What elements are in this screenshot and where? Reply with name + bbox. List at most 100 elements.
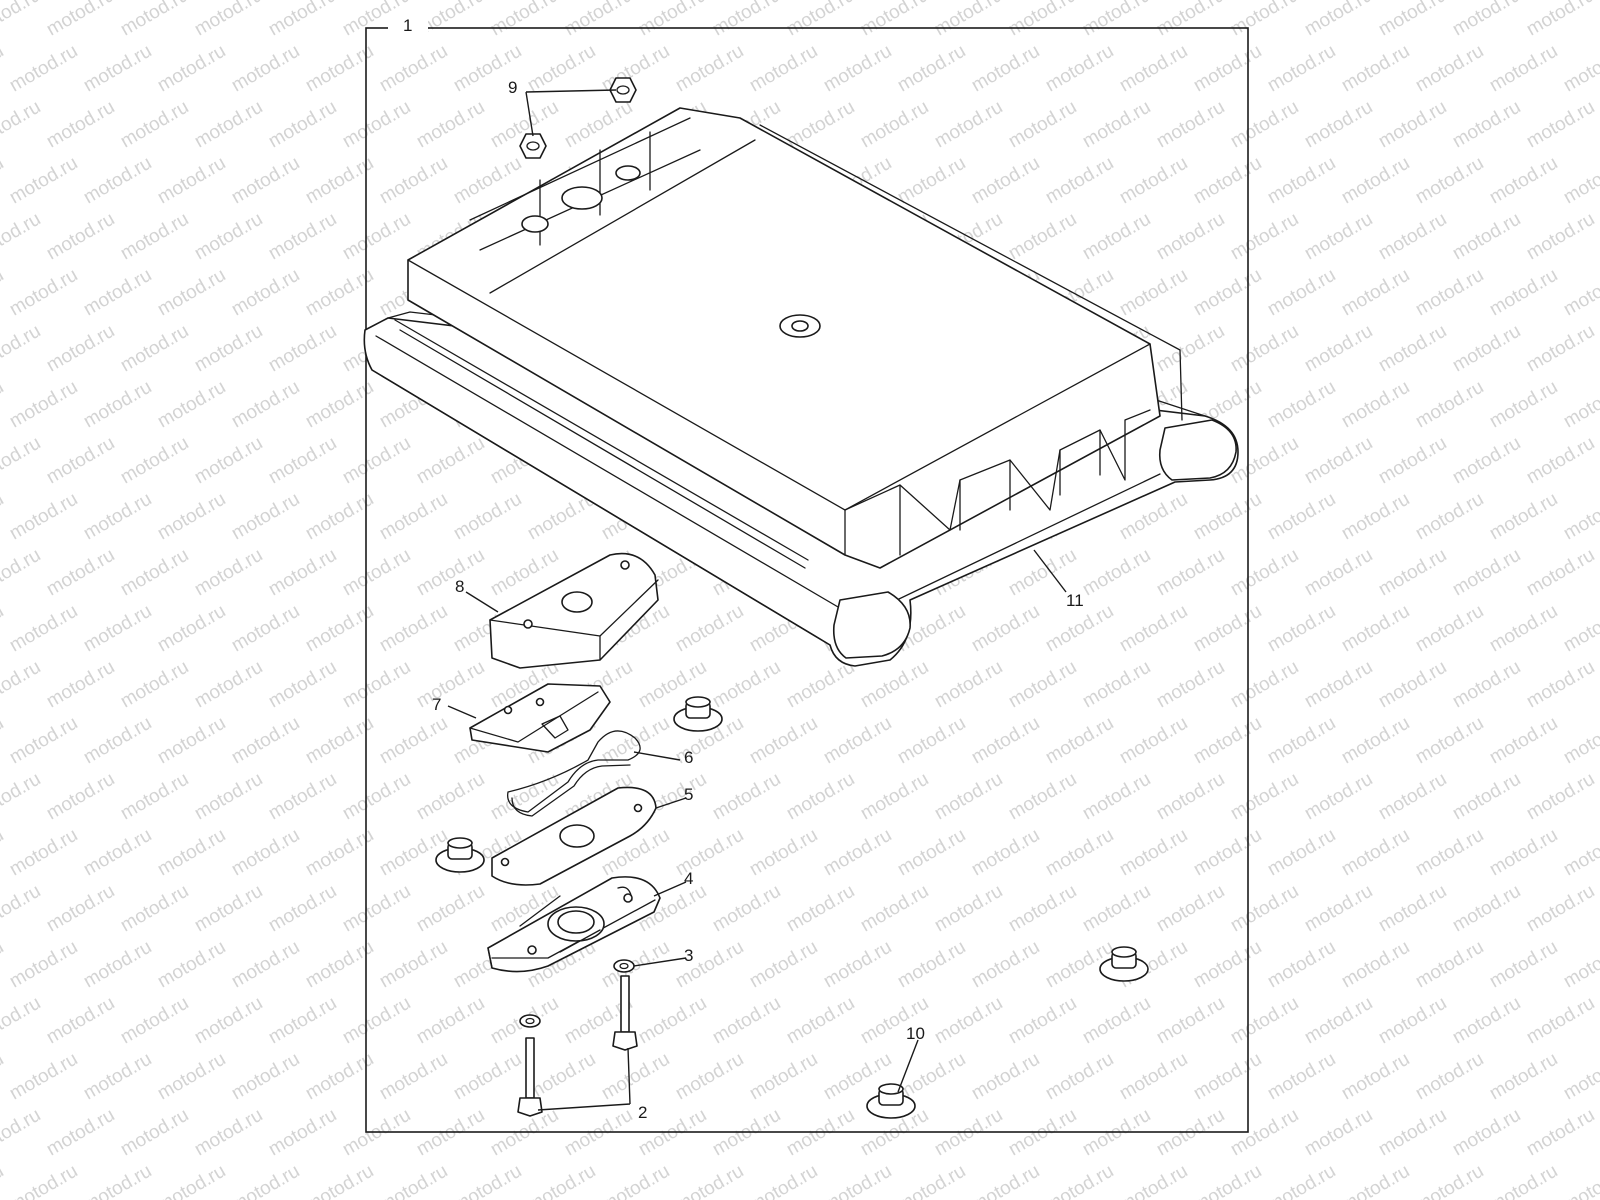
watermark-text: motod.ru [0, 881, 44, 937]
callout-7: 7 [432, 695, 441, 714]
watermark-text: motod.ru [894, 713, 969, 769]
watermark-text: motod.ru [413, 993, 488, 1049]
watermark-text: motod.ru [1153, 209, 1228, 265]
watermark-text: motod.ru [1079, 0, 1154, 40]
part-2-bolts[interactable] [517, 975, 638, 1117]
watermark-text: motod.ru [1412, 1161, 1487, 1200]
watermark-text: motod.ru [894, 937, 969, 993]
watermark-text: motod.ru [43, 209, 118, 265]
watermark-text: motod.ru [931, 657, 1006, 713]
watermark-text: motod.ru [80, 1049, 155, 1105]
watermark-text: motod.ru [1449, 769, 1524, 825]
watermark-text: motod.ru [1375, 209, 1450, 265]
watermark-text: motod.ru [80, 825, 155, 881]
watermark-text: motod.ru [1190, 41, 1265, 97]
watermark-text: motod.ru [1264, 41, 1339, 97]
watermark-text: motod.ru [191, 0, 266, 40]
watermark-text: motod.ru [413, 657, 488, 713]
watermark-text: motod.ru [783, 993, 858, 1049]
part-6-seal[interactable] [507, 730, 641, 817]
watermark-text: motod.ru [1560, 377, 1600, 433]
watermark-text: motod.ru [43, 769, 118, 825]
watermark-text: motod.ru [1560, 153, 1600, 209]
watermark-text: motod.ru [1449, 1105, 1524, 1161]
watermark-text: motod.ru [1190, 713, 1265, 769]
part-4-base[interactable] [487, 876, 661, 973]
part-8-cover[interactable] [489, 552, 659, 669]
watermark-text: motod.ru [1523, 993, 1598, 1049]
part-10-grommets[interactable] [435, 696, 1149, 1119]
watermark-text: motod.ru [931, 881, 1006, 937]
watermark-text: motod.ru [1449, 433, 1524, 489]
watermark-text: motod.ru [1264, 489, 1339, 545]
watermark-text: motod.ru [1227, 321, 1302, 377]
watermark-text: motod.ru [1449, 993, 1524, 1049]
watermark-text: motod.ru [1079, 881, 1154, 937]
watermark-text: motod.ru [1190, 153, 1265, 209]
watermark-text: motod.ru [1153, 881, 1228, 937]
watermark-text: motod.ru [820, 1161, 895, 1200]
watermark-text: motod.ru [1412, 825, 1487, 881]
watermark-text: motod.ru [968, 1049, 1043, 1105]
watermark-text: motod.ru [0, 825, 7, 881]
watermark-text: motod.ru [968, 1161, 1043, 1200]
watermark-text: motod.ru [6, 489, 81, 545]
watermark-text: motod.ru [1079, 97, 1154, 153]
watermark-text: motod.ru [783, 0, 858, 40]
watermark-text: motod.ru [1523, 433, 1598, 489]
watermark-text: motod.ru [265, 993, 340, 1049]
watermark-text: motod.ru [1153, 0, 1228, 40]
part-3-washer[interactable] [613, 959, 635, 973]
watermark-text: motod.ru [1597, 0, 1600, 40]
watermark-text: motod.ru [857, 881, 932, 937]
watermark-text: motod.ru [43, 97, 118, 153]
watermark-text: motod.ru [1190, 825, 1265, 881]
watermark-text: motod.ru [1375, 1105, 1450, 1161]
watermark-text: motod.ru [0, 937, 7, 993]
watermark-text: motod.ru [6, 937, 81, 993]
watermark-text: motod.ru [820, 825, 895, 881]
watermark-text: motod.ru [1486, 1161, 1561, 1200]
watermark-text: motod.ru [1412, 489, 1487, 545]
watermark-text: motod.ru [413, 769, 488, 825]
watermark-text: motod.ru [820, 41, 895, 97]
watermark-text: motod.ru [80, 713, 155, 769]
watermark-text: motod.ru [1375, 545, 1450, 601]
watermark-text: motod.ru [0, 993, 44, 1049]
watermark-text: motod.ru [1153, 97, 1228, 153]
watermark-text: motod.ru [450, 1049, 525, 1105]
watermark-text: motod.ru [0, 97, 44, 153]
watermark-text: motod.ru [80, 265, 155, 321]
watermark-text: motod.ru [1338, 41, 1413, 97]
watermark-text: motod.ru [80, 41, 155, 97]
watermark-text: motod.ru [376, 601, 451, 657]
watermark-text: motod.ru [43, 0, 118, 40]
watermark-text: motod.ru [1375, 657, 1450, 713]
watermark-text: motod.ru [1338, 265, 1413, 321]
watermark-text: motod.ru [117, 769, 192, 825]
watermark-text: motod.ru [265, 1105, 340, 1161]
part-5-gasket[interactable] [491, 786, 657, 886]
watermark-text: motod.ru [1486, 937, 1561, 993]
watermark-text: motod.ru [1375, 433, 1450, 489]
watermark-text: motod.ru [1042, 825, 1117, 881]
watermark-text: motod.ru [339, 97, 414, 153]
watermark-text: motod.ru [0, 41, 7, 97]
watermark-text: motod.ru [413, 881, 488, 937]
watermark-text: motod.ru [1153, 993, 1228, 1049]
watermark-text: motod.ru [6, 713, 81, 769]
watermark-text: motod.ru [265, 881, 340, 937]
watermark-text: motod.ru [968, 825, 1043, 881]
watermark-text: motod.ru [228, 1049, 303, 1105]
part-11-housing[interactable] [363, 107, 1239, 667]
watermark-text: motod.ru [0, 0, 44, 40]
watermark-text: motod.ru [1486, 265, 1561, 321]
watermark-text: motod.ru [1079, 769, 1154, 825]
watermark-text: motod.ru [746, 825, 821, 881]
watermark-text: motod.ru [931, 769, 1006, 825]
watermark-text: motod.ru [1005, 769, 1080, 825]
part-7-clip[interactable] [469, 683, 611, 753]
watermark-text: motod.ru [154, 825, 229, 881]
watermark-text: motod.ru [1042, 713, 1117, 769]
watermark-text: motod.ru [265, 545, 340, 601]
